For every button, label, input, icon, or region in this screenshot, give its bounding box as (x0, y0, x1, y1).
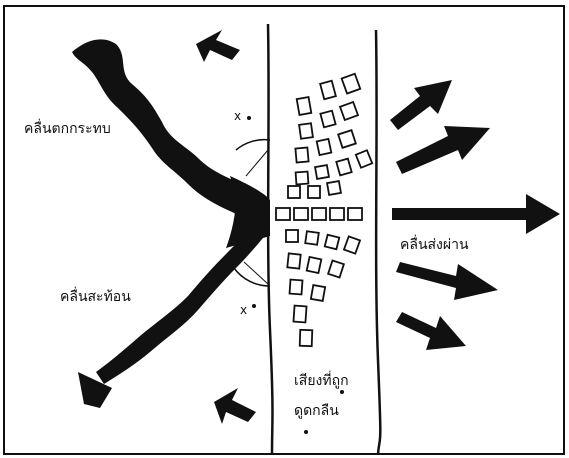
wall-particles (276, 74, 372, 346)
normal-line-top (246, 150, 268, 176)
scatter-arrow-bottom-left (214, 388, 256, 424)
incident-angle-arc (236, 140, 270, 150)
label-sound-blocked: เสียงที่ถูก (294, 374, 349, 388)
x-mark-bottom: x (240, 304, 247, 316)
wall-right-edge (376, 30, 380, 454)
dot-marker-bottom (252, 304, 256, 308)
reflected-angle-arc (234, 268, 270, 286)
dot-marker-absorbed (304, 430, 308, 434)
label-reflected-wave: คลื่นสะท้อน (60, 290, 131, 304)
label-transmitted-wave: คลื่นส่งผ่าน (400, 238, 469, 252)
dot-marker-top (247, 116, 251, 120)
dot-marker-blocked (340, 390, 344, 394)
wall-left-edge (268, 24, 273, 454)
x-mark-top: x (234, 110, 241, 122)
scatter-arrow-top-left (196, 30, 240, 62)
transmitted-arrows (390, 80, 560, 350)
label-incident-wave: คลื่นตกกระทบ (24, 122, 111, 136)
label-absorbed: ดูดกลืน (294, 404, 339, 418)
